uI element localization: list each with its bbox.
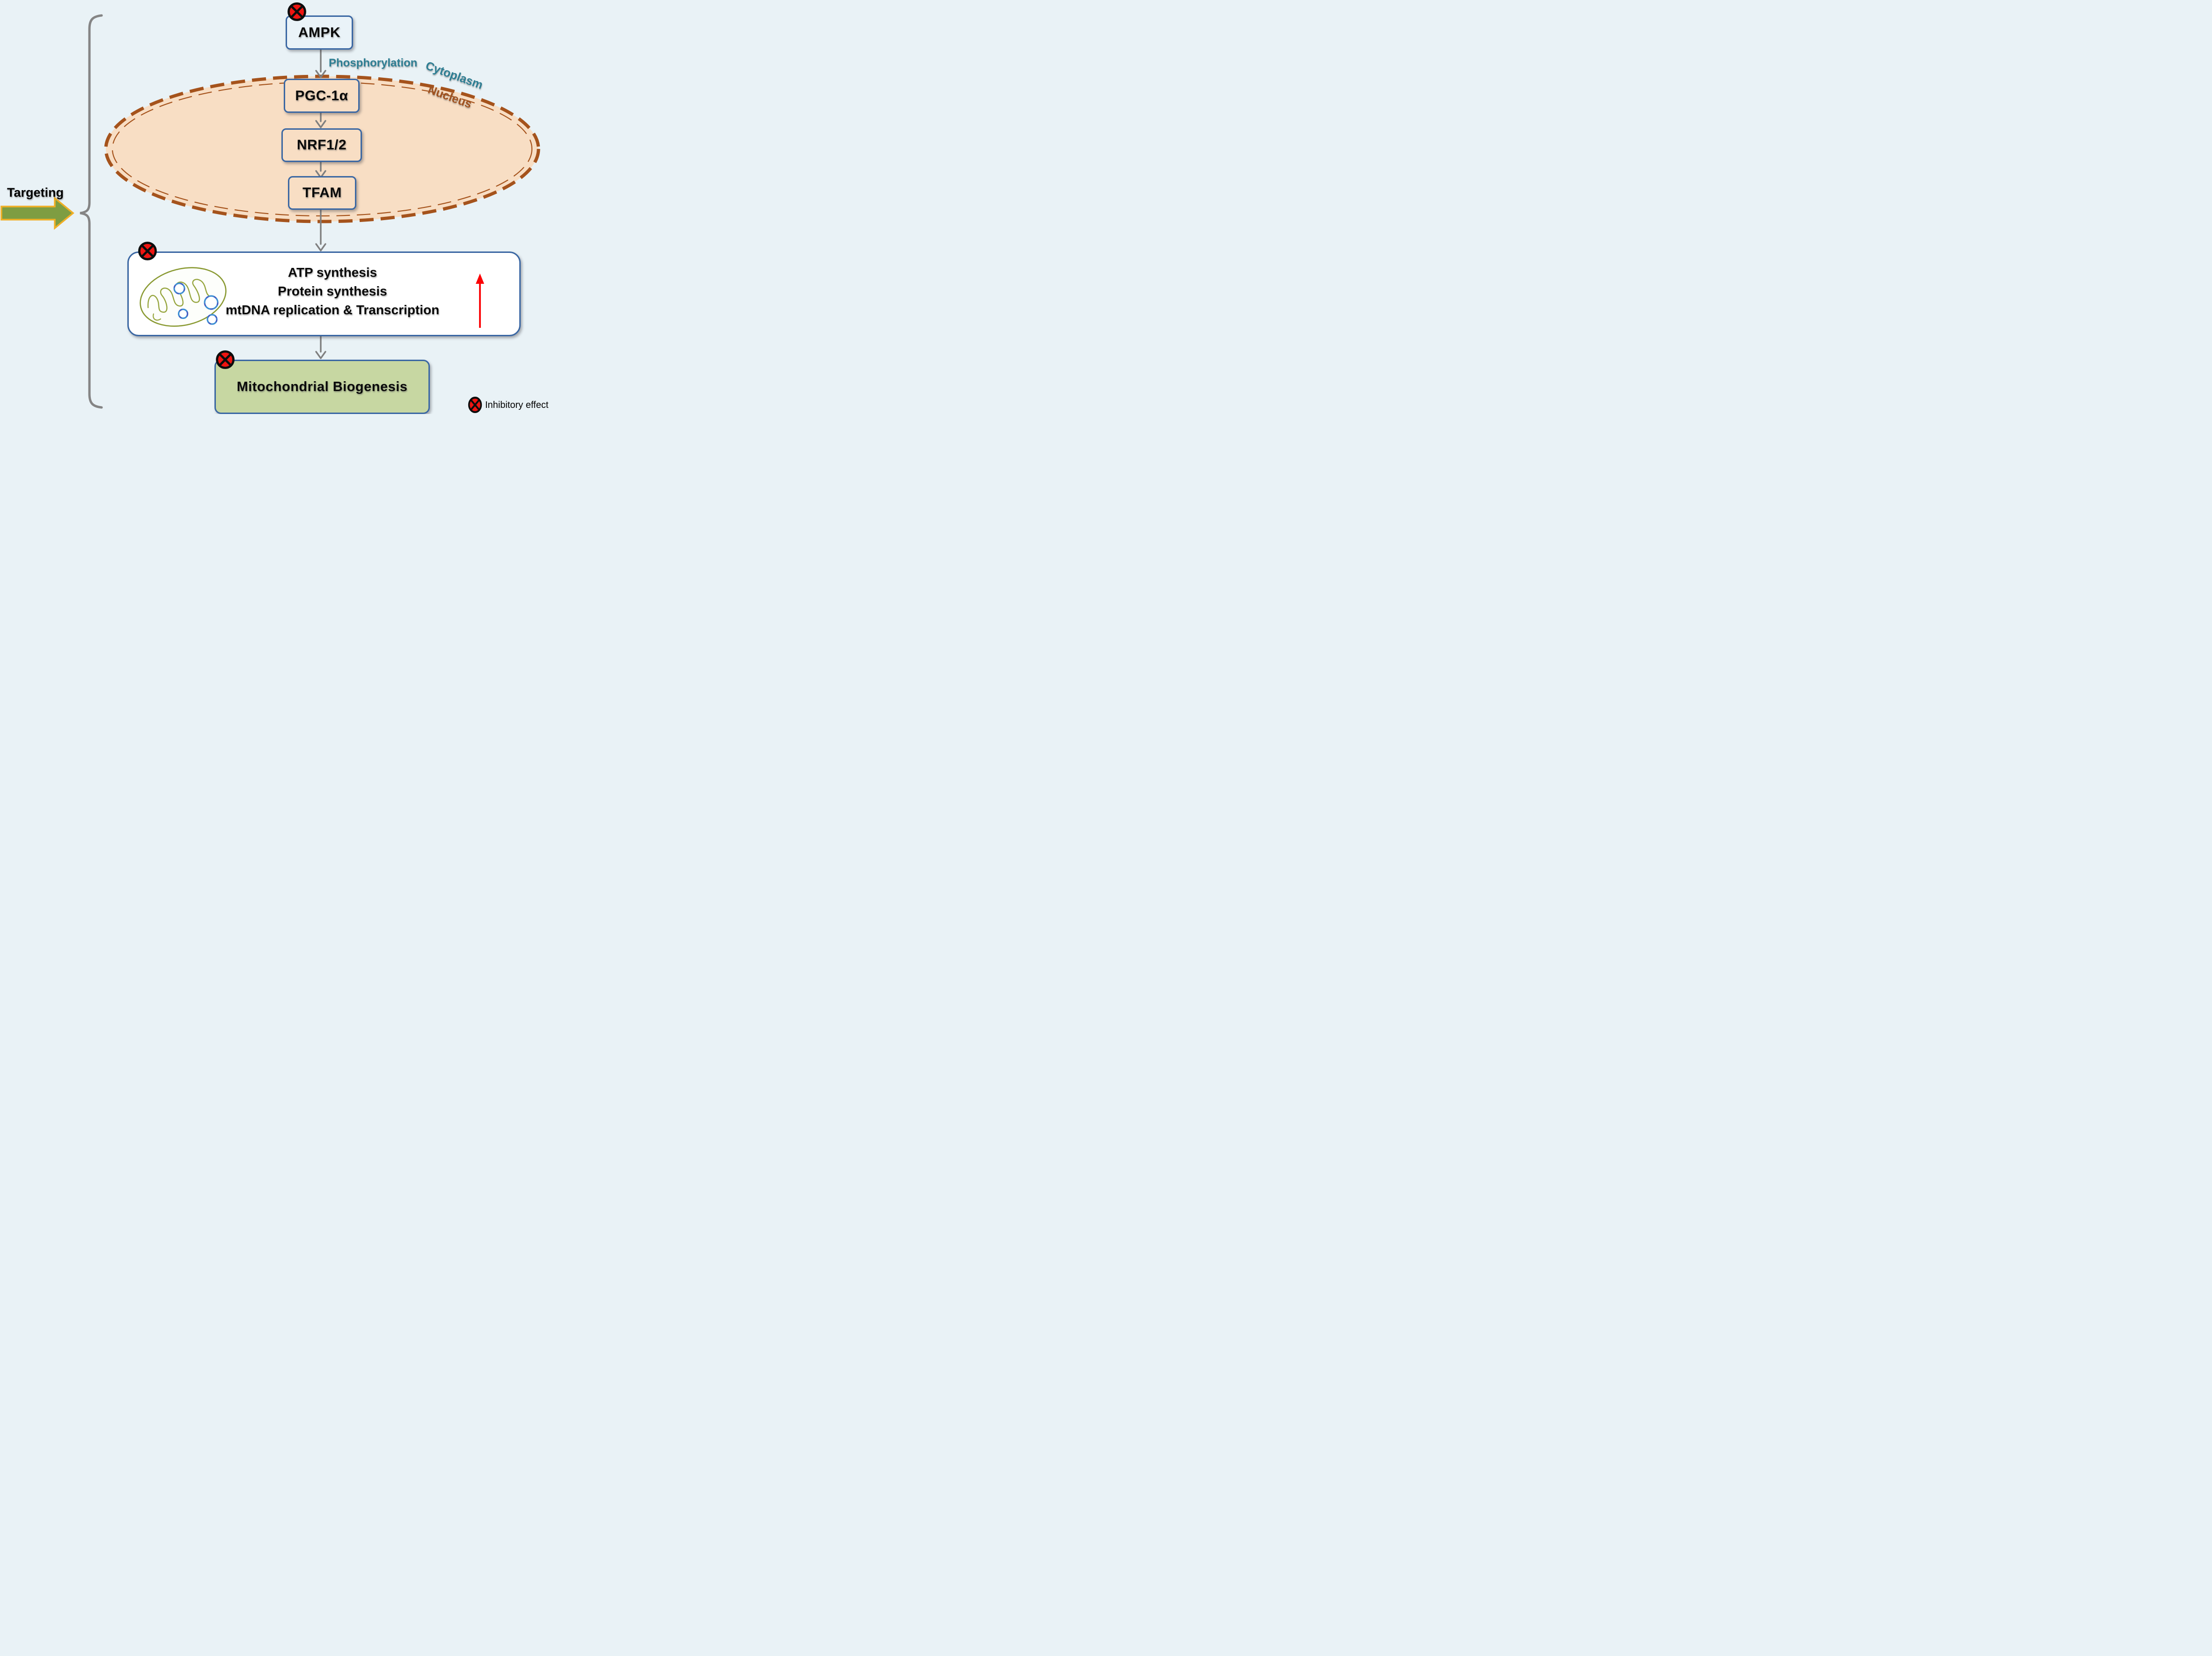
inhibitory-icon-legend — [468, 396, 482, 414]
connector-layer — [0, 14, 326, 409]
nucleus-ellipse — [104, 74, 540, 223]
mito-function-line: mtDNA replication & Transcription — [225, 303, 440, 317]
targeting-brace — [80, 14, 103, 409]
inhibitory-icon-mito — [138, 241, 157, 261]
pgc1a-label: PGC-1α — [295, 88, 348, 104]
phosphorylation-label: Phosphorylation — [329, 57, 418, 69]
pgc1a-box: PGC-1α — [284, 79, 360, 113]
mtdna-circle — [173, 282, 185, 295]
arrowhead-pgc1a-nrf12 — [315, 120, 326, 128]
arrowhead-mito-outcome — [315, 351, 326, 359]
targeting-arrow-icon — [0, 196, 74, 230]
mito-functions-text: ATP synthesis Protein synthesis mtDNA re… — [197, 263, 468, 319]
legend-label: Inhibitory effect — [485, 399, 549, 410]
tfam-box: TFAM — [288, 176, 356, 210]
mito-functions-box — [127, 251, 521, 336]
outcome-box: Mitochondrial Biogenesis — [214, 360, 430, 414]
nrf12-box: NRF1/2 — [281, 128, 362, 162]
outcome-label: Mitochondrial Biogenesis — [236, 379, 408, 394]
mito-function-line: ATP synthesis — [288, 265, 377, 280]
arrowhead-tfam-mito — [315, 243, 326, 251]
ampk-label: AMPK — [298, 24, 341, 40]
arrowhead-ampk-pgc1a — [315, 70, 326, 78]
nrf12-label: NRF1/2 — [296, 137, 347, 153]
mito-function-line: Protein synthesis — [278, 284, 387, 298]
targeting-label: Targeting — [7, 185, 64, 200]
inhibitory-icon-ampk — [287, 2, 307, 22]
tfam-label: TFAM — [302, 185, 342, 200]
inhibitory-icon-outcome — [215, 350, 235, 370]
ampk-box: AMPK — [286, 15, 353, 50]
pathway-diagram: Targeting AMPK PGC-1α NRF1/2 TFAM Phosph… — [0, 0, 553, 414]
increase-arrow-icon — [476, 274, 484, 328]
mitochondrion-icon — [140, 267, 227, 327]
